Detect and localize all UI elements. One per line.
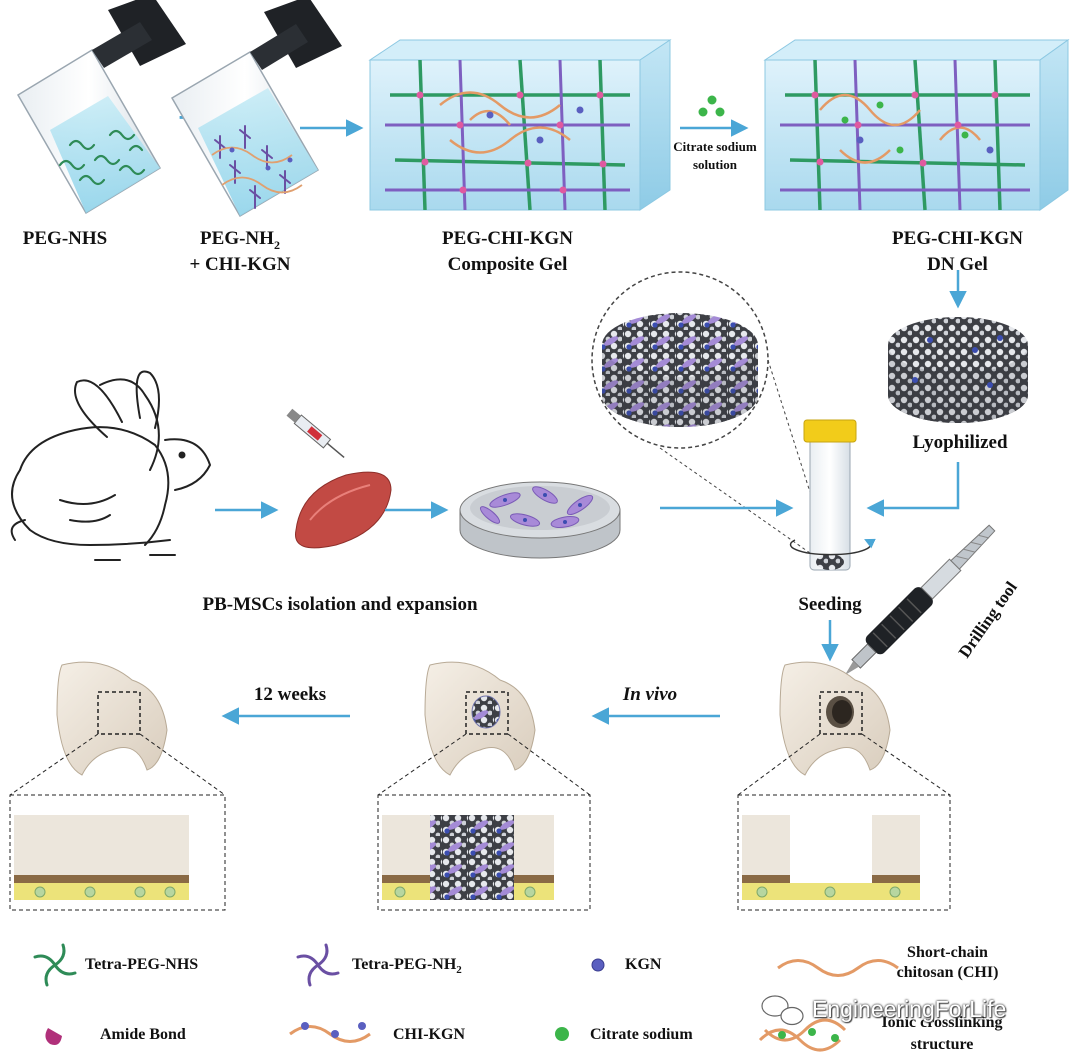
dn-gel-block [763, 39, 1070, 211]
bone-implanted [424, 661, 536, 776]
section-healed [9, 794, 226, 911]
legend-ionic-icon [758, 1018, 847, 1052]
label-seeding: Seeding [798, 594, 862, 615]
petri-dish-cells [459, 481, 621, 559]
drill-icon [844, 524, 996, 676]
label-composite-gel-1: PEG-CHI-KGN [442, 228, 573, 249]
label-citrate-solution-2: solution [692, 157, 738, 172]
legend-tetra-peg-nhs: Tetra-PEG-NHS [85, 956, 199, 973]
watermark-logo-icon [761, 995, 804, 1026]
label-isolation-expansion: PB-MSCs isolation and expansion [202, 594, 478, 615]
legend-chi-kgn-icon [289, 1022, 371, 1043]
legend-chi-icon [777, 959, 899, 977]
syringe-tissue-illustration [286, 408, 392, 549]
label-composite-gel-2: Composite Gel [447, 254, 568, 275]
section-drilled [737, 794, 951, 911]
bone-healed [56, 661, 168, 776]
seeded-scaffold-zoom [591, 271, 831, 561]
legend-amide-bond: Amide Bond [100, 1026, 186, 1043]
legend-kgn: KGN [625, 956, 662, 973]
seeding-tube [789, 419, 876, 571]
section-implanted [377, 794, 591, 911]
vial-peg-nh2 [170, 0, 342, 218]
label-chi-kgn-mix: + CHI-KGN [189, 254, 291, 275]
zoom-connectors [9, 733, 951, 796]
legend-amide-icon [45, 1028, 62, 1045]
legend-chi-1: Short-chain [907, 944, 988, 961]
bone-drilled [779, 661, 891, 776]
label-peg-nh2: PEG-NH2 [200, 228, 280, 252]
rabbit-illustration [10, 370, 211, 561]
label-lyophilized: Lyophilized [912, 432, 1008, 453]
arrow-lyophilized-to-tube [866, 462, 960, 517]
legend-citrate-sodium: Citrate sodium [590, 1026, 693, 1043]
legend-ionic-1: Ionic crosslinking [881, 1014, 1003, 1031]
legend-peg-nhs-icon [33, 943, 77, 987]
legend-chi-kgn: CHI-KGN [393, 1026, 465, 1043]
lyophilized-scaffold [888, 317, 1028, 423]
label-peg-nhs: PEG-NHS [22, 228, 108, 249]
label-12-weeks: 12 weeks [253, 684, 327, 705]
vial-peg-nhs [16, 0, 186, 215]
label-citrate-solution-1: Citrate sodium [673, 139, 757, 154]
label-dn-gel-1: PEG-CHI-KGN [892, 228, 1023, 249]
legend-chi-2: chitosan (CHI) [896, 964, 999, 981]
label-dn-gel-2: DN Gel [927, 254, 988, 275]
legend-ionic-2: structure [910, 1036, 974, 1053]
legend-citrate-icon [555, 1027, 569, 1041]
citrate-dots-icon [698, 95, 725, 117]
legend-tetra-peg-nh2: Tetra-PEG-NH2 [352, 956, 462, 977]
label-in-vivo: In vivo [622, 684, 678, 705]
legend-kgn-icon [591, 958, 605, 972]
watermark-text: EngineeringForLife [812, 996, 1007, 1022]
legend-peg-nh2-icon [296, 943, 340, 987]
composite-gel-block [368, 39, 672, 211]
